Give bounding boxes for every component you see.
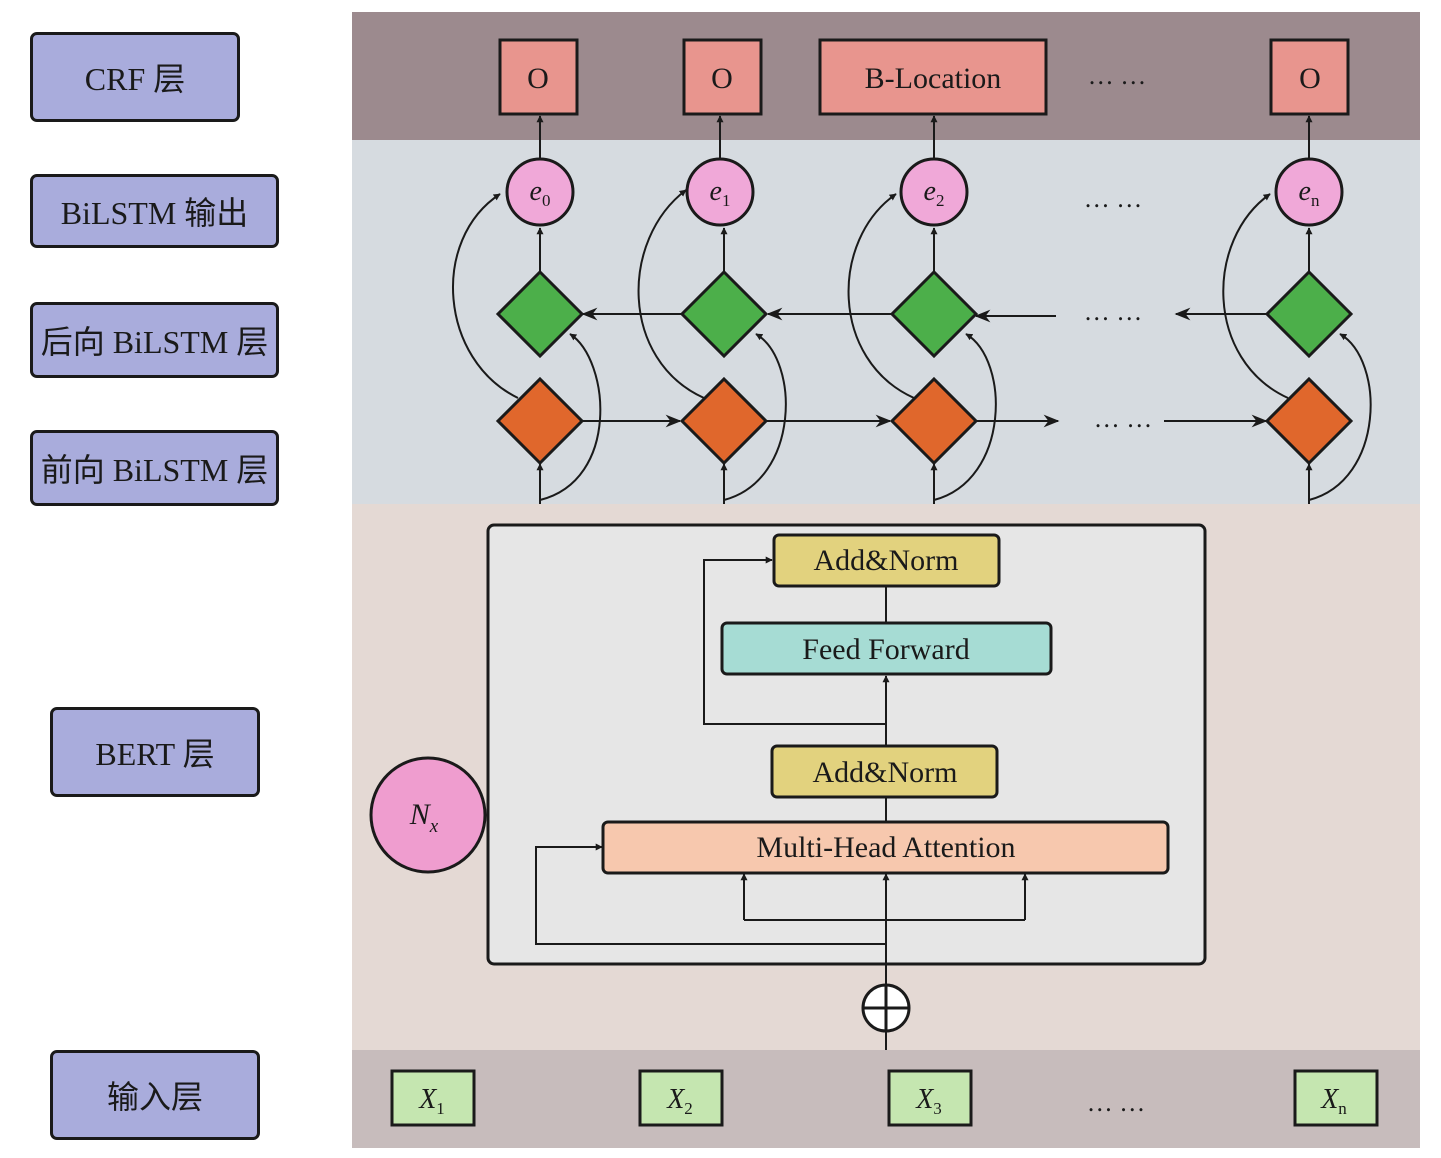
- feed-forward-box: Feed Forward: [720, 621, 1053, 676]
- output-circle: e0: [505, 157, 575, 227]
- svg-text:e0: e0: [530, 176, 551, 210]
- forward-ellipsis: … …: [1094, 404, 1153, 433]
- backward-lstm-cell: [495, 269, 585, 359]
- forward-lstm-cell: [1264, 376, 1354, 466]
- add-norm-bottom: Add&Norm: [770, 744, 999, 799]
- crf-tag-label: O: [711, 62, 733, 95]
- output-ellipsis: … …: [1084, 184, 1143, 213]
- crf-tag-label: O: [1299, 62, 1321, 95]
- crf-tag-label: B-Location: [865, 62, 1002, 95]
- output-circle: en: [1274, 157, 1344, 227]
- layer-label-forward-bilstm: 前向 BiLSTM 层: [30, 430, 279, 506]
- backward-chain-arrows: [581, 307, 1266, 323]
- crf-ellipsis: … …: [1088, 61, 1147, 90]
- svg-text:Add&Norm: Add&Norm: [814, 544, 959, 577]
- repeat-count-circle: Nx: [369, 756, 487, 874]
- layer-label-input: 输入层: [50, 1050, 260, 1140]
- svg-text:Multi-Head Attention: Multi-Head Attention: [756, 831, 1015, 864]
- backward-to-output-arrows: [536, 227, 1313, 272]
- svg-text:X3: X3: [915, 1084, 942, 1118]
- output-to-crf-arrows: [536, 115, 1313, 158]
- backward-lstm-cell: [679, 269, 769, 359]
- layer-label-backward-bilstm: 后向 BiLSTM 层: [30, 302, 279, 378]
- input-band: [352, 1050, 1420, 1148]
- crf-tag-box: O: [682, 38, 763, 116]
- svg-text:Nx: Nx: [409, 798, 439, 837]
- crf-tag-label: O: [527, 62, 549, 95]
- backward-lstm-cell: [889, 269, 979, 359]
- svg-text:e2: e2: [924, 176, 945, 210]
- skip-connection-curves: [452, 189, 1372, 501]
- forward-lstm-cell: [889, 376, 979, 466]
- layer-label-crf: CRF 层: [30, 32, 240, 122]
- svg-text:Feed Forward: Feed Forward: [802, 633, 969, 666]
- input-token-box: Xn: [1293, 1069, 1379, 1127]
- backward-lstm-cell: [1264, 269, 1354, 359]
- forward-lstm-cell: [495, 376, 585, 466]
- input-token-box: X3: [887, 1069, 973, 1127]
- layer-label-bert: BERT 层: [50, 707, 260, 797]
- input-ellipsis: … …: [1087, 1088, 1146, 1117]
- multi-head-attention-box: Multi-Head Attention: [601, 820, 1170, 875]
- crf-tag-box: O: [498, 38, 579, 116]
- output-circle: e1: [685, 157, 755, 227]
- svg-text:Xn: Xn: [1320, 1084, 1347, 1118]
- crf-tag-box: O: [1269, 38, 1350, 116]
- svg-text:X1: X1: [418, 1084, 445, 1118]
- svg-text:X2: X2: [666, 1084, 693, 1118]
- svg-text:en: en: [1299, 176, 1320, 210]
- crf-tag-box: B-Location: [818, 38, 1048, 116]
- input-token-box: X2: [638, 1069, 724, 1127]
- layer-label-bilstm-output: BiLSTM 输出: [30, 174, 279, 248]
- sum-operator-icon: [861, 983, 911, 1033]
- output-circle: e2: [899, 157, 969, 227]
- svg-text:Add&Norm: Add&Norm: [813, 756, 958, 789]
- add-norm-top: Add&Norm: [772, 533, 1001, 588]
- svg-text:e1: e1: [710, 176, 731, 210]
- input-to-forward-arrows: [536, 463, 1313, 504]
- forward-lstm-cell: [679, 376, 769, 466]
- backward-ellipsis: … …: [1084, 297, 1143, 326]
- input-token-box: X1: [390, 1069, 476, 1127]
